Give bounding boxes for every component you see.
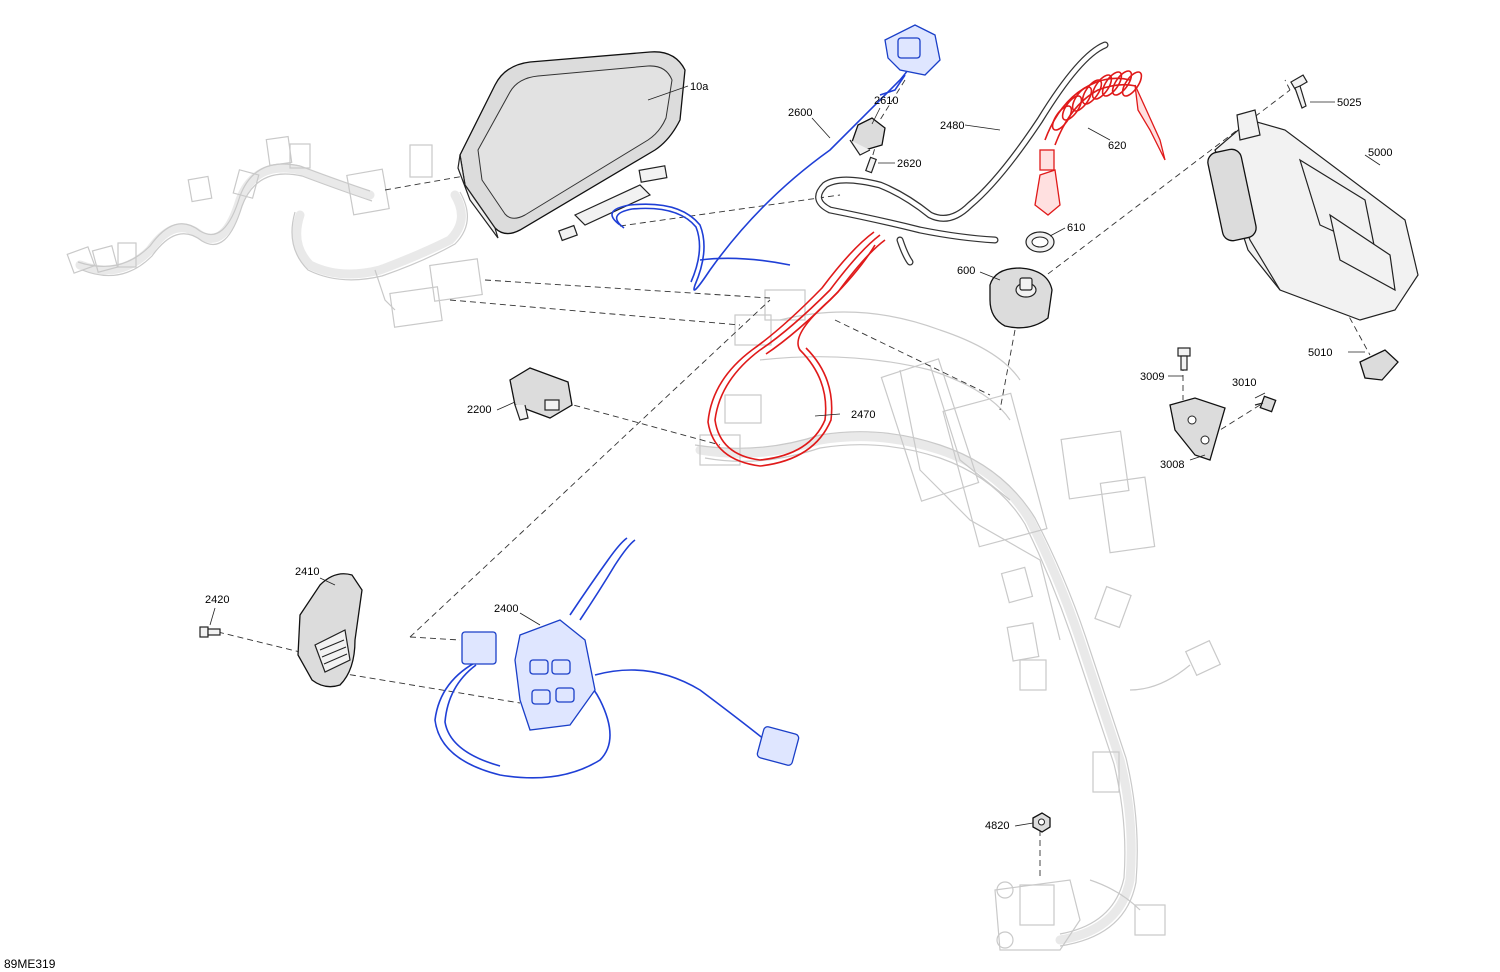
switch-cap-610 xyxy=(1025,231,1055,253)
screw-2420 xyxy=(199,626,221,638)
callout-2200: 2200 xyxy=(467,404,491,416)
callout-600: 600 xyxy=(957,265,975,277)
module-2200 xyxy=(509,367,573,421)
bolt-5025 xyxy=(1290,74,1308,109)
nut-3010 xyxy=(1254,395,1277,413)
red-harness-2470 xyxy=(707,231,886,467)
callout-5010: 5010 xyxy=(1308,347,1332,359)
callout-leader-lines xyxy=(209,85,1381,827)
callout-2480: 2480 xyxy=(940,120,964,132)
callout-2610: 2610 xyxy=(874,95,898,107)
grommet-5010 xyxy=(1359,349,1399,381)
blue-switch-harness-2400 xyxy=(434,537,800,779)
callout-2470: 2470 xyxy=(851,409,875,421)
callout-2410: 2410 xyxy=(295,566,319,578)
callout-5000: 5000 xyxy=(1368,147,1392,159)
callout-4820: 4820 xyxy=(985,820,1009,832)
blue-cable-2600 xyxy=(611,24,941,291)
callout-2420: 2420 xyxy=(205,594,229,606)
tube-2480 xyxy=(815,41,1109,266)
callout-labels: 10a 2600 2610 2620 2480 620 610 600 5025… xyxy=(205,81,1392,832)
dess-switch-600 xyxy=(989,267,1053,329)
callout-2400: 2400 xyxy=(494,603,518,615)
callout-3010: 3010 xyxy=(1232,377,1256,389)
exploded-view-guide-lines xyxy=(217,79,1371,880)
callout-2620: 2620 xyxy=(897,158,921,170)
coil-loops xyxy=(1051,70,1143,131)
callout-5025: 5025 xyxy=(1337,97,1361,109)
callout-2600: 2600 xyxy=(788,107,812,119)
callout-10a: 10a xyxy=(690,81,709,93)
figure-id: 89ME319 xyxy=(4,957,56,971)
callout-3008: 3008 xyxy=(1160,459,1184,471)
nut-4820 xyxy=(1032,812,1051,833)
callout-620: 620 xyxy=(1108,140,1126,152)
main-wiring-harness-ghost xyxy=(66,135,1222,951)
screw-3009 xyxy=(1177,347,1191,371)
callout-610: 610 xyxy=(1067,222,1085,234)
bracket-3008 xyxy=(1169,397,1226,461)
red-tether-lanyard-620 xyxy=(1034,70,1166,216)
callout-3009: 3009 xyxy=(1140,371,1164,383)
clip-2610-and-screw-2620 xyxy=(849,117,886,174)
gauge-display-part xyxy=(457,51,686,242)
switch-cover-2410 xyxy=(297,573,363,688)
control-module-5000 xyxy=(1207,109,1419,321)
